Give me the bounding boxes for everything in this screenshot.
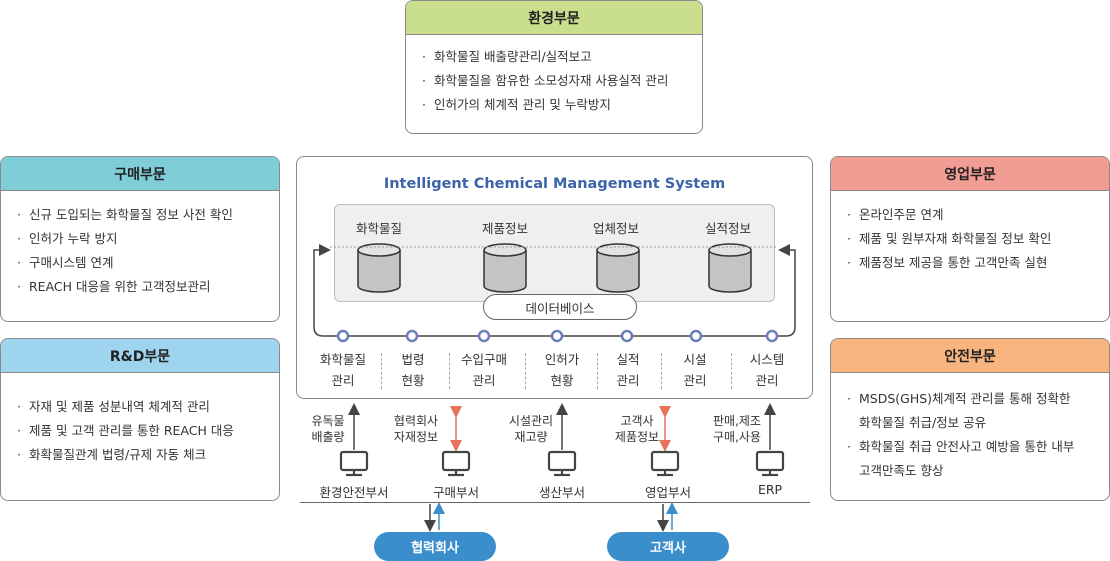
- terminal-label-sales: 영업부서: [644, 485, 691, 500]
- list-item: ·화확물질관계 법령/규제 자동 체크: [17, 447, 207, 462]
- database-label-vendor: 업체정보: [592, 221, 639, 236]
- env-department-items: ·화학물질 배출량관리/실적보고 ·화학물질을 함유한 소모성자재 사용실적 관…: [406, 35, 702, 117]
- database-label-product: 제품정보: [481, 221, 528, 236]
- purchase-department-box: 구매부문 ·신규 도입되는 화학물질 정보 사전 확인 ·인허가 누락 방지 ·…: [0, 156, 280, 322]
- list-item: ·제품 및 고객 관리를 통한 REACH 대응: [17, 423, 234, 438]
- node-circles: [336, 329, 779, 343]
- list-item: ·구매시스템 연계: [17, 255, 114, 270]
- database-icon: [596, 243, 640, 293]
- list-item: ·인허가 누락 방지: [17, 231, 118, 246]
- system-title: Intelligent Chemical Management System: [383, 176, 726, 192]
- list-item-continued: 화학물질 취급/정보 공유: [859, 415, 987, 430]
- rnd-department-items: ·자재 및 제품 성분내역 체계적 관리 ·제품 및 고객 관리를 통한 REA…: [1, 373, 279, 467]
- module-separator: [597, 353, 598, 389]
- external-partner-pill: 협력회사: [374, 532, 496, 561]
- list-item: ·인허가의 체계적 관리 및 누락방지: [422, 97, 611, 112]
- list-item: ·REACH 대응을 위한 고객정보관리: [17, 279, 211, 294]
- rnd-department-title: R&D부문: [1, 339, 279, 373]
- module-separator: [381, 353, 382, 389]
- terminal-label-purchase: 구매부서: [432, 485, 479, 500]
- external-customer-pill: 고객사: [607, 532, 729, 561]
- module-separator: [731, 353, 732, 389]
- list-item: ·제품 및 원부자재 화학물질 정보 확인: [847, 231, 1052, 246]
- sales-department-items: ·온라인주문 연계 ·제품 및 원부자재 화학물질 정보 확인 ·제품정보 제공…: [831, 191, 1109, 275]
- terminal-label-env-safety: 환경안전부서: [319, 485, 389, 500]
- database-area: 화학물질 제품정보 업체정보 실적정보: [334, 204, 775, 302]
- monitor-icon: [547, 450, 577, 477]
- monitor-icon: [650, 450, 680, 477]
- safety-department-title: 안전부문: [831, 339, 1109, 373]
- list-item: ·자재 및 제품 성분내역 체계적 관리: [17, 399, 210, 414]
- sales-department-title: 영업부문: [831, 157, 1109, 191]
- network-baseline: [300, 502, 810, 503]
- module-separator: [525, 353, 526, 389]
- terminal-label-production: 생산부서: [538, 485, 585, 500]
- safety-department-items: ·MSDS(GHS)체계적 관리를 통해 정확한 화학물질 취급/정보 공유 ·…: [831, 373, 1109, 483]
- safety-department-box: 안전부문 ·MSDS(GHS)체계적 관리를 통해 정확한 화학물질 취급/정보…: [830, 338, 1110, 501]
- purchase-department-items: ·신규 도입되는 화학물질 정보 사전 확인 ·인허가 누락 방지 ·구매시스템…: [1, 191, 279, 299]
- list-item: ·화학물질 취급 안전사고 예방을 통한 내부: [847, 439, 1075, 454]
- database-icon: [357, 243, 401, 293]
- env-department-title: 환경부문: [406, 1, 702, 35]
- list-item-continued: 고객만족도 향상: [859, 463, 944, 478]
- database-label-performance: 실적정보: [704, 221, 751, 236]
- list-item: ·화학물질을 함유한 소모성자재 사용실적 관리: [422, 73, 669, 88]
- module-separator: [449, 353, 450, 389]
- database-label-chemical: 화학물질: [355, 221, 402, 236]
- rnd-department-box: R&D부문 ·자재 및 제품 성분내역 체계적 관리 ·제품 및 고객 관리를 …: [0, 338, 280, 501]
- monitor-icon: [339, 450, 369, 477]
- module-separator: [661, 353, 662, 389]
- env-department-box: 환경부문 ·화학물질 배출량관리/실적보고 ·화학물질을 함유한 소모성자재 사…: [405, 0, 703, 134]
- loop-arrow-right: [772, 244, 796, 337]
- list-item: ·제품정보 제공을 통한 고객만족 실현: [847, 255, 1048, 270]
- list-item: ·화학물질 배출량관리/실적보고: [422, 49, 592, 64]
- purchase-department-title: 구매부문: [1, 157, 279, 191]
- monitor-icon: [755, 450, 785, 477]
- list-item: ·신규 도입되는 화학물질 정보 사전 확인: [17, 207, 233, 222]
- list-item: ·MSDS(GHS)체계적 관리를 통해 정확한: [847, 391, 1071, 406]
- sales-department-box: 영업부문 ·온라인주문 연계 ·제품 및 원부자재 화학물질 정보 확인 ·제품…: [830, 156, 1110, 322]
- loop-arrow-left: [313, 244, 343, 337]
- monitor-icon: [441, 450, 471, 477]
- list-item: ·온라인주문 연계: [847, 207, 944, 222]
- terminal-label-erp: ERP: [757, 482, 783, 497]
- system-box: Intelligent Chemical Management System 화…: [296, 156, 813, 399]
- database-badge: 데이터베이스: [483, 294, 637, 320]
